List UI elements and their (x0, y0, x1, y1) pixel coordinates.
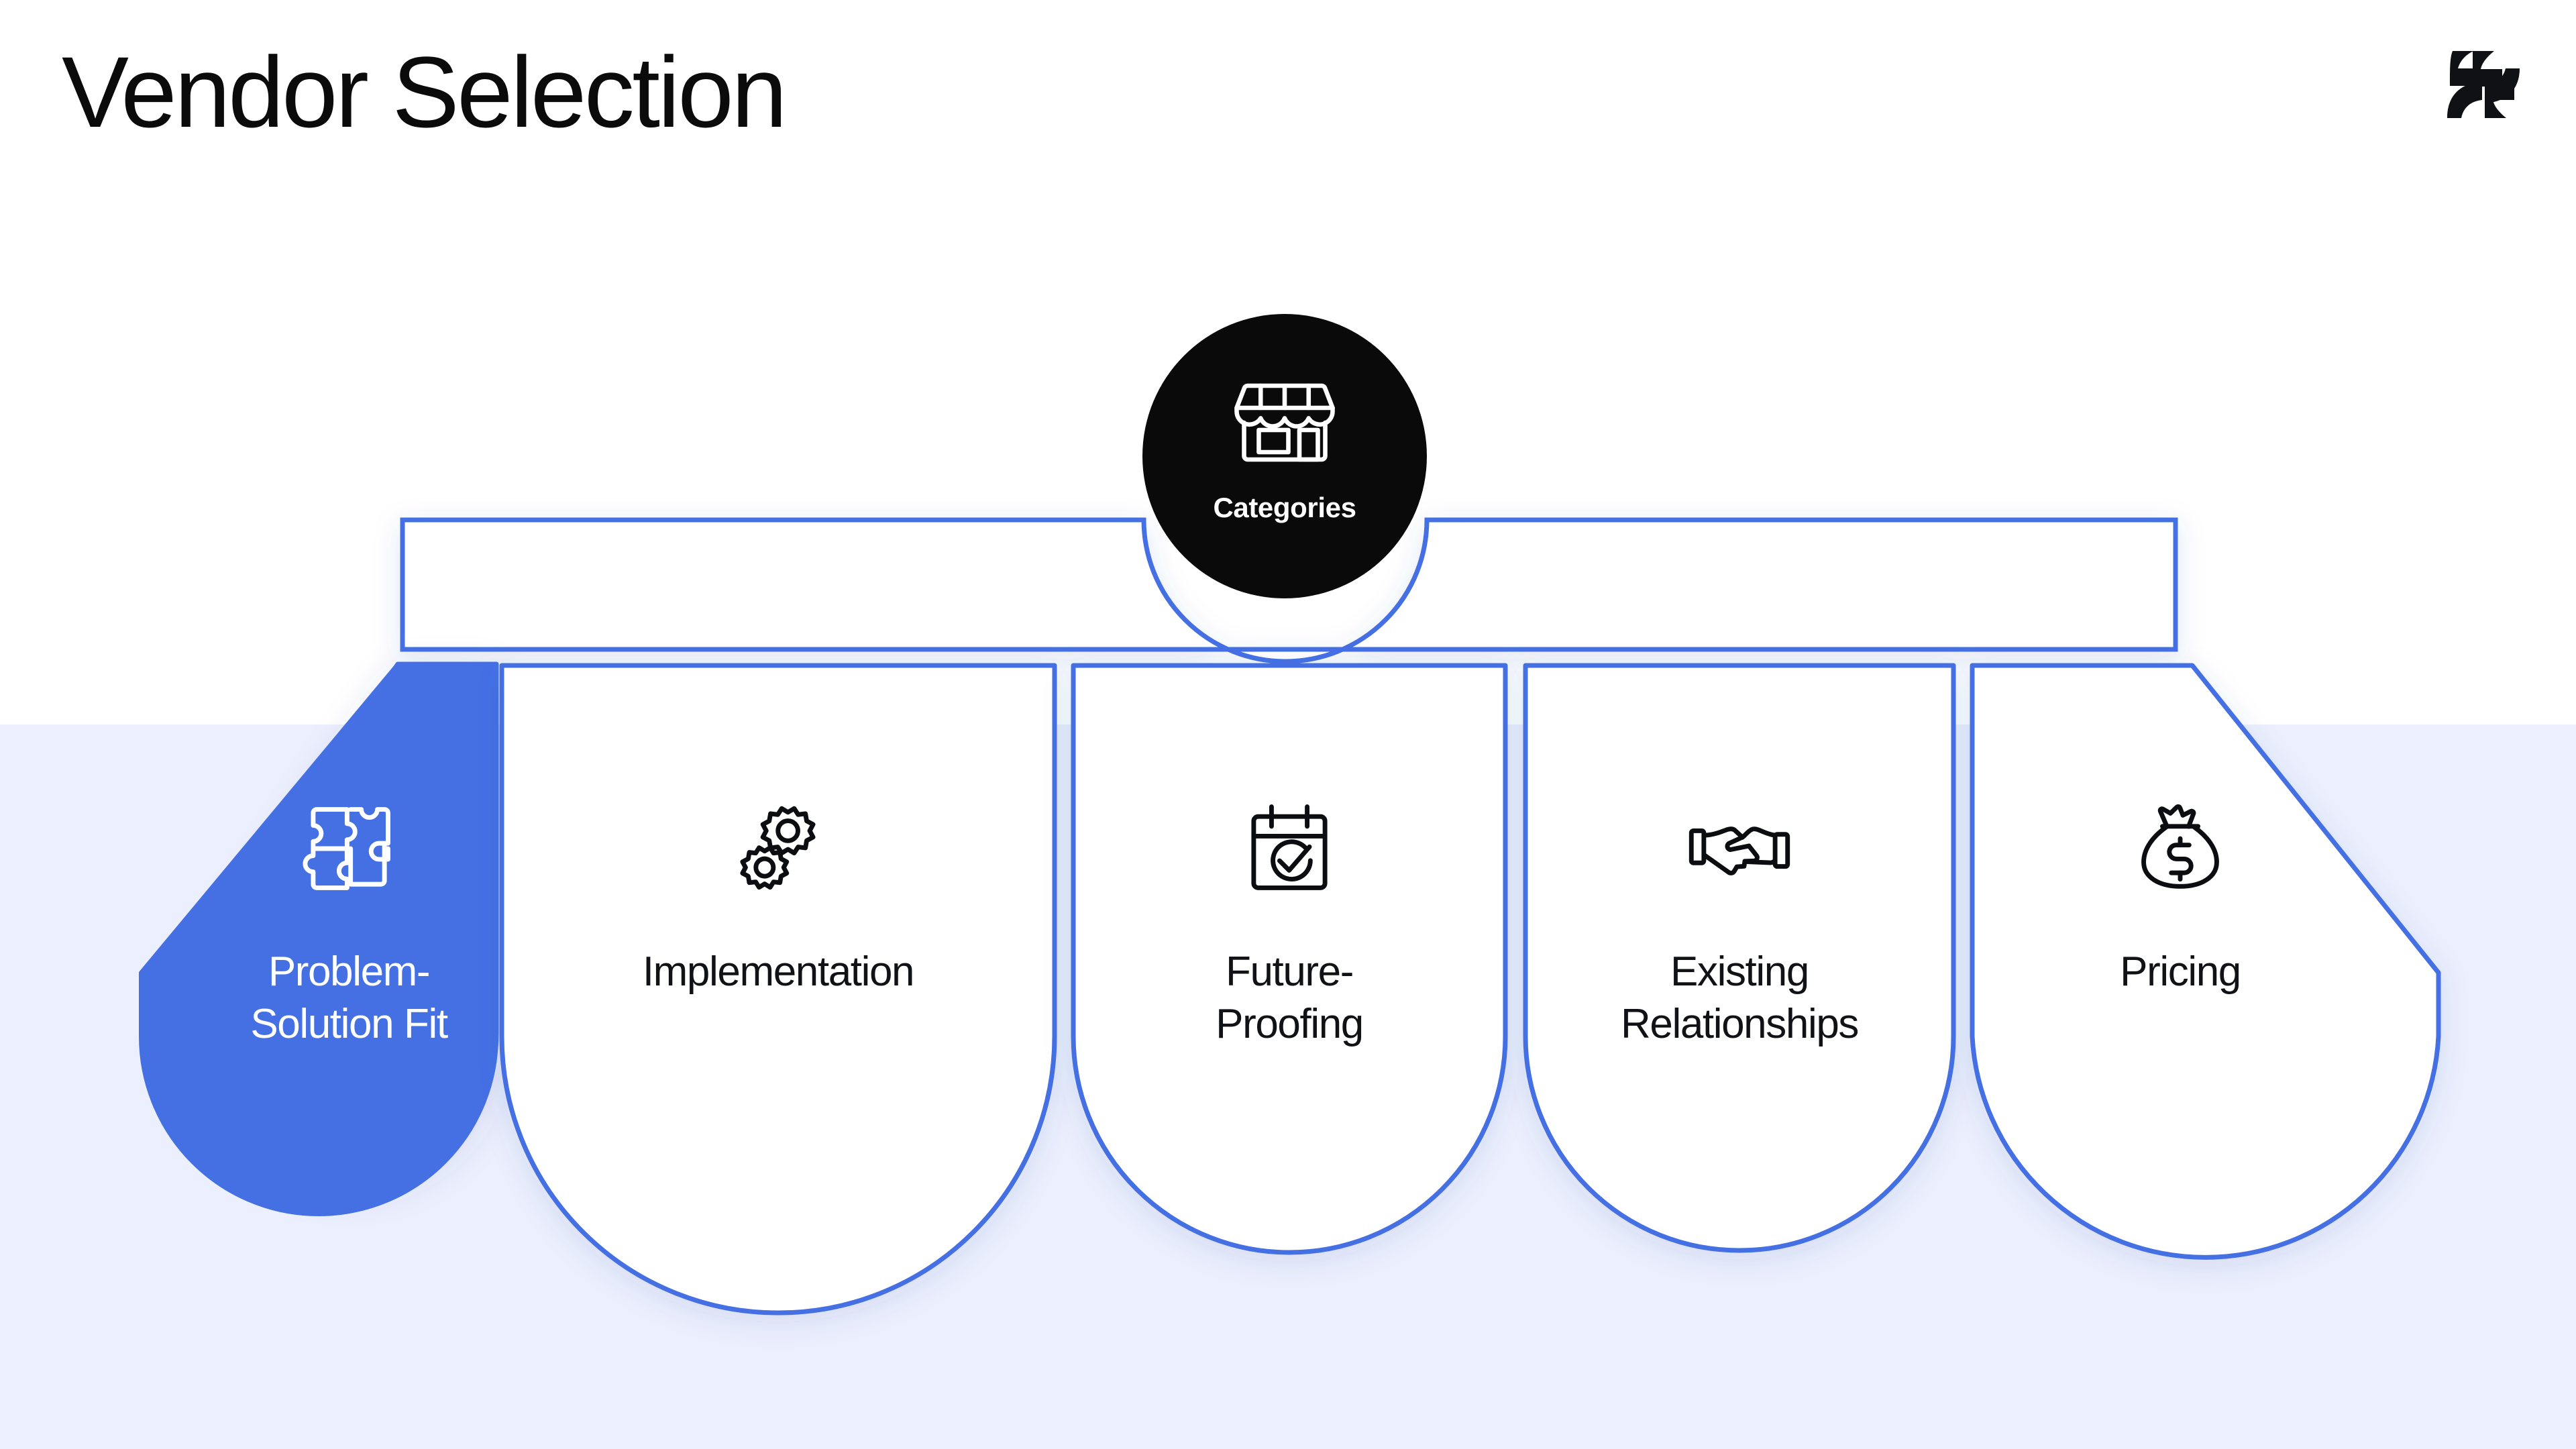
handshake-icon (1682, 792, 1796, 906)
card-pricing[interactable]: Pricing (2039, 792, 2321, 998)
card-label-1: Problem- Solution Fit (250, 949, 448, 1048)
gears-icon (721, 792, 835, 906)
card-label-4: Existing Relationships (1620, 949, 1859, 1048)
calendar-check-icon (1232, 792, 1346, 906)
storefront-icon (1226, 364, 1344, 482)
card-problem-solution-fit[interactable]: Problem- Solution Fit (248, 792, 449, 1051)
card-label-3: Future- Proofing (1216, 949, 1364, 1048)
money-bag-icon (2123, 792, 2237, 906)
card-label-5: Pricing (2120, 949, 2241, 995)
company-logo (2443, 48, 2524, 121)
card-existing-relationships[interactable]: Existing Relationships (1575, 792, 1904, 1051)
hub-label: Categories (1213, 492, 1356, 523)
puzzle-icon (292, 792, 406, 906)
card-label-2: Implementation (642, 949, 915, 995)
card-future-proofing[interactable]: Future- Proofing (1128, 792, 1450, 1051)
hub-categories[interactable]: Categories (1142, 314, 1427, 598)
card-implementation[interactable]: Implementation (610, 792, 946, 998)
page-title: Vendor Selection (62, 36, 788, 148)
